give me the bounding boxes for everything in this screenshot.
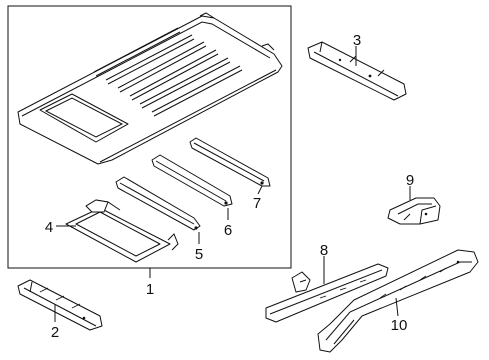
roof-bow-5-icon xyxy=(115,176,201,231)
callout-9-label: 9 xyxy=(406,172,414,189)
callout-5-label: 5 xyxy=(195,246,203,263)
callout-10-label: 10 xyxy=(391,317,408,334)
callout-3-label: 3 xyxy=(353,32,361,49)
leader-lines xyxy=(54,46,411,322)
roof-bow-7-icon xyxy=(189,137,271,187)
rear-rail-bracket-icon xyxy=(387,197,441,225)
callout-6-label: 6 xyxy=(224,222,232,239)
front-header-icon xyxy=(17,279,103,331)
callout-8-label: 8 xyxy=(320,242,328,259)
side-rail-inner-icon xyxy=(265,263,389,323)
rear-header-icon xyxy=(307,41,407,101)
roof-panel-icon xyxy=(17,12,283,165)
callout-4-label: 4 xyxy=(45,219,53,236)
roof-bow-6-icon xyxy=(151,154,233,207)
callout-1-label: 1 xyxy=(146,281,154,298)
callout-7-label: 7 xyxy=(253,195,261,212)
sunroof-frame-icon xyxy=(65,199,179,263)
side-rail-outer-icon xyxy=(317,249,479,353)
callout-2-label: 2 xyxy=(51,324,59,341)
